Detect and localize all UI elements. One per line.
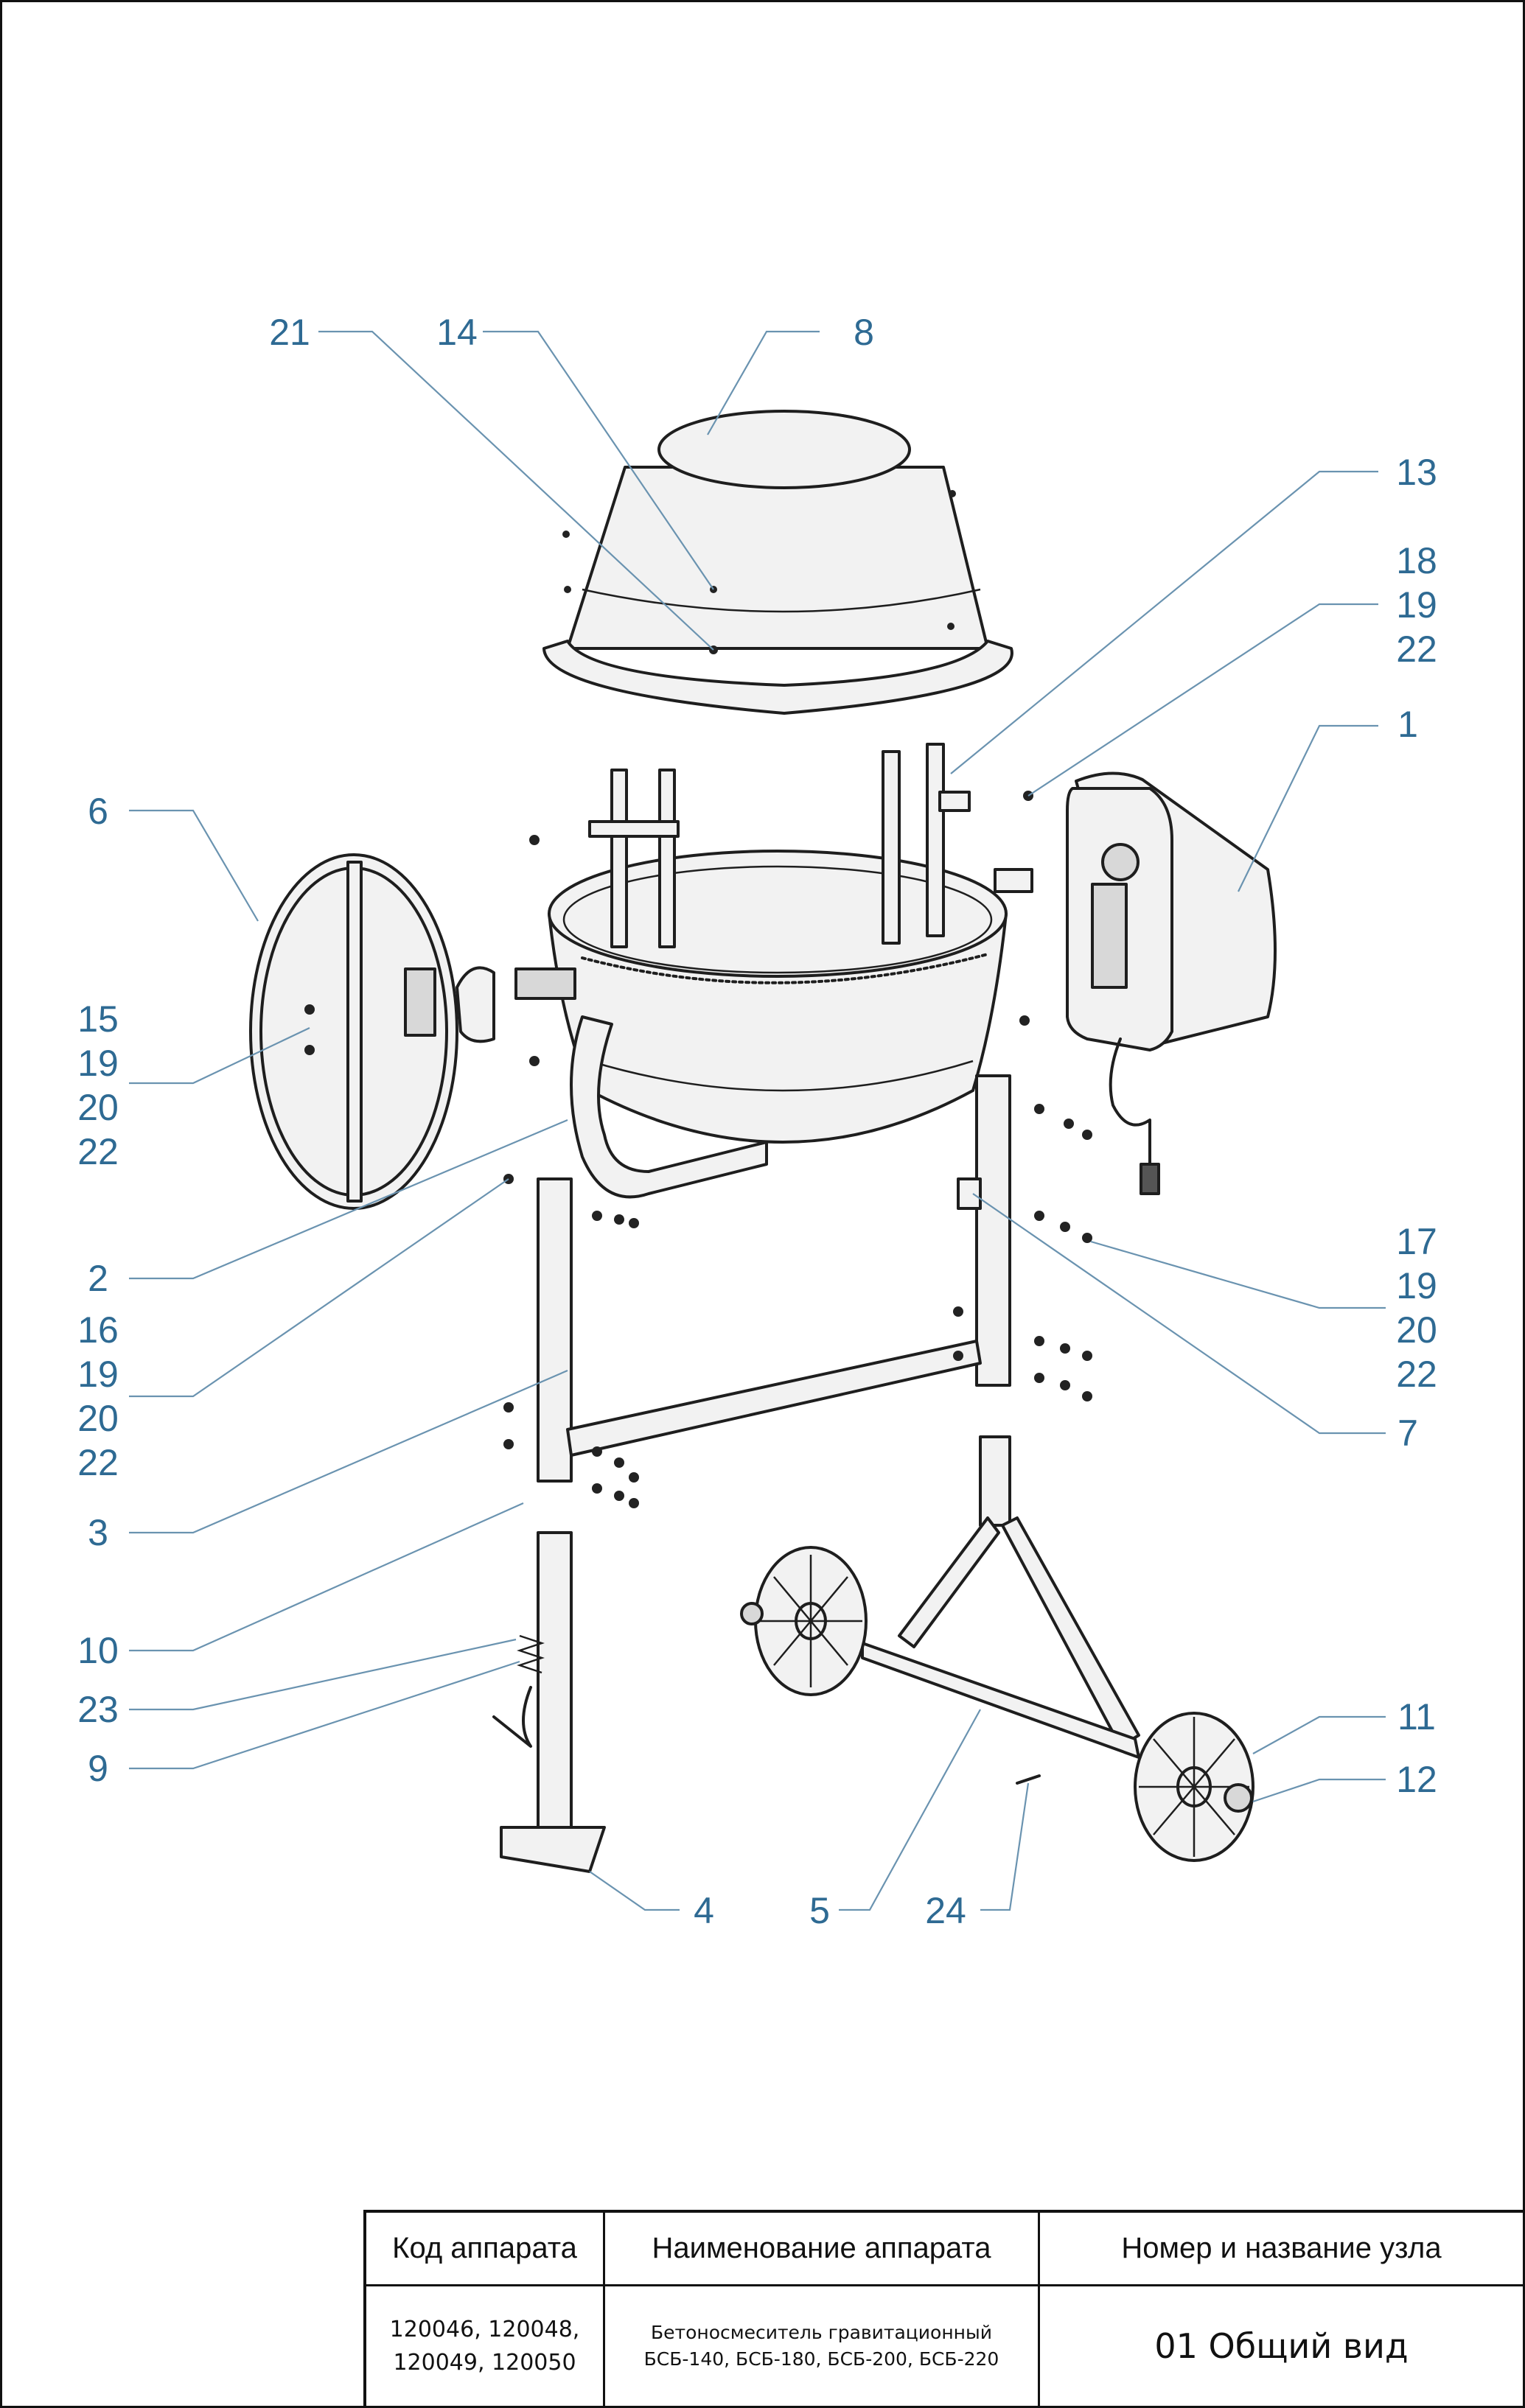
mixer-frame	[492, 1015, 1011, 1873]
callout-7: 7	[1397, 1413, 1418, 1454]
callout-18: 18	[1396, 540, 1437, 581]
wheel-axle-assembly	[740, 1435, 1254, 1862]
callout-22: 22	[77, 1131, 119, 1172]
callout-16: 16	[77, 1309, 119, 1351]
title-block-code-header: Код аппарата	[366, 2213, 605, 2286]
title-block-node-header: Номер и название узла	[1040, 2213, 1525, 2286]
callout-15: 15	[77, 998, 119, 1040]
callout-19: 19	[77, 1043, 119, 1084]
callout-19: 19	[1396, 584, 1437, 626]
callout-9: 9	[88, 1748, 108, 1789]
callout-22: 22	[77, 1442, 119, 1483]
callout-labels: 21 14 8 13 18 19 22 1 6 15 19 20 22 2 16…	[77, 312, 1437, 1931]
callout-11: 11	[1397, 1696, 1436, 1737]
callout-13: 13	[1396, 452, 1437, 493]
callout-22: 22	[1396, 1354, 1437, 1395]
callout-19: 19	[77, 1354, 119, 1395]
ring-handwheel	[249, 853, 495, 1210]
title-block-name-value: Бетоносмеситель гравитационный БСБ-140, …	[605, 2286, 1040, 2408]
drum-body	[514, 743, 1033, 1144]
fasteners	[503, 791, 1092, 1508]
title-block-code-value: 120046, 120048, 120049, 120050	[366, 2286, 605, 2408]
drum-top-cone	[542, 410, 1013, 715]
motor-housing	[1066, 771, 1277, 1195]
callout-20: 20	[77, 1398, 119, 1439]
callout-5: 5	[809, 1890, 830, 1931]
callout-17: 17	[1396, 1221, 1437, 1262]
callout-19: 19	[1396, 1265, 1437, 1306]
callout-22: 22	[1396, 629, 1437, 670]
callout-10: 10	[77, 1630, 119, 1671]
callout-4: 4	[694, 1890, 714, 1931]
callout-1: 1	[1397, 704, 1418, 745]
callout-2: 2	[88, 1258, 108, 1299]
callout-14: 14	[436, 312, 478, 353]
callout-20: 20	[1396, 1309, 1437, 1351]
title-block-node-value: 01 Общий вид	[1040, 2286, 1525, 2408]
callout-8: 8	[854, 312, 874, 353]
callout-6: 6	[88, 791, 108, 832]
callout-23: 23	[77, 1689, 119, 1730]
callout-3: 3	[88, 1512, 108, 1553]
title-block: Код аппарата Наименование аппарата Номер…	[363, 2210, 1525, 2408]
callout-21: 21	[269, 312, 310, 353]
leader-lines	[129, 330, 1386, 1911]
title-block-name-header: Наименование аппарата	[605, 2213, 1040, 2286]
callout-20: 20	[77, 1087, 119, 1128]
callout-12: 12	[1396, 1759, 1437, 1800]
callout-24: 24	[925, 1890, 966, 1931]
